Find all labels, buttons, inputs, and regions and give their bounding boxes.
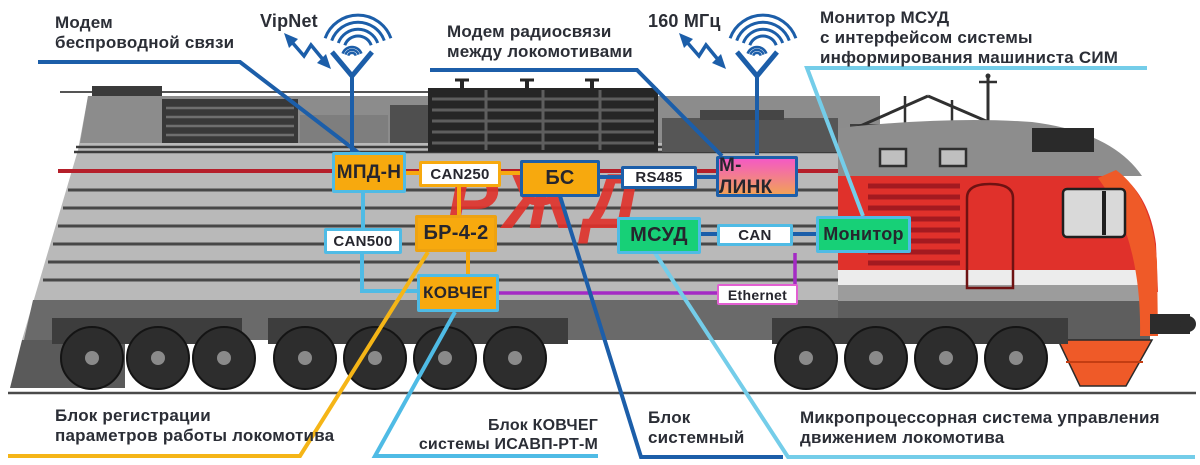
radio-antenna-icon xyxy=(728,13,798,155)
block-m-link: М-ЛИНК xyxy=(716,155,798,198)
block-can250: CAN250 xyxy=(419,161,501,187)
label-reg-block: Блок регистрации параметров работы локом… xyxy=(55,406,335,446)
block-ethernet: Ethernet xyxy=(717,284,798,305)
block-can500: CAN500 xyxy=(324,228,402,254)
label-modem-wireless: Модем беспроводной связи xyxy=(55,13,235,53)
label-vipnet: VipNet xyxy=(260,11,318,31)
radio-link-arrow-icon xyxy=(679,33,726,69)
block-rs485: RS485 xyxy=(621,166,697,189)
block-msud: МСУД xyxy=(617,217,701,254)
label-monitor-msud: Монитор МСУД с интерфейсом системы инфор… xyxy=(820,8,1119,68)
bus-can500-kovcheg xyxy=(360,253,417,293)
label-msud-system: Микропроцессорная система управления дви… xyxy=(800,408,1160,448)
block-can: CAN xyxy=(717,224,793,246)
callout-line-msud-system xyxy=(653,251,1195,459)
block-br-4-2: БР-4-2 xyxy=(415,215,497,252)
callout-line-modem-wireless xyxy=(38,60,362,156)
callout-line-system-block xyxy=(558,195,783,459)
block-kovcheg: КОВЧЕГ xyxy=(417,274,499,312)
callout-line-monitor-msud xyxy=(804,66,1147,217)
callout-line-reg-block xyxy=(8,250,430,458)
label-160mhz: 160 МГц xyxy=(648,11,721,31)
label-kovcheg-block: Блок КОВЧЕГ системы ИСАВП-РТ-М xyxy=(418,417,598,453)
label-modem-radio: Модем радиосвязи между локомотивами xyxy=(447,22,633,62)
callout-line-modem-radio xyxy=(430,68,724,158)
callout-lines xyxy=(8,60,1195,459)
vipnet-link-arrow-icon xyxy=(284,33,331,69)
block-bs: БС xyxy=(520,160,600,197)
locomotive-illustration: РЖД xyxy=(8,73,1196,395)
label-system-block: Блок системный xyxy=(648,408,745,448)
vipnet-antenna-icon xyxy=(323,13,393,152)
block-mpd-n: МПД-Н xyxy=(332,152,406,193)
block-monitor: Монитор xyxy=(816,216,911,253)
callout-line-kovcheg-block xyxy=(371,311,598,458)
